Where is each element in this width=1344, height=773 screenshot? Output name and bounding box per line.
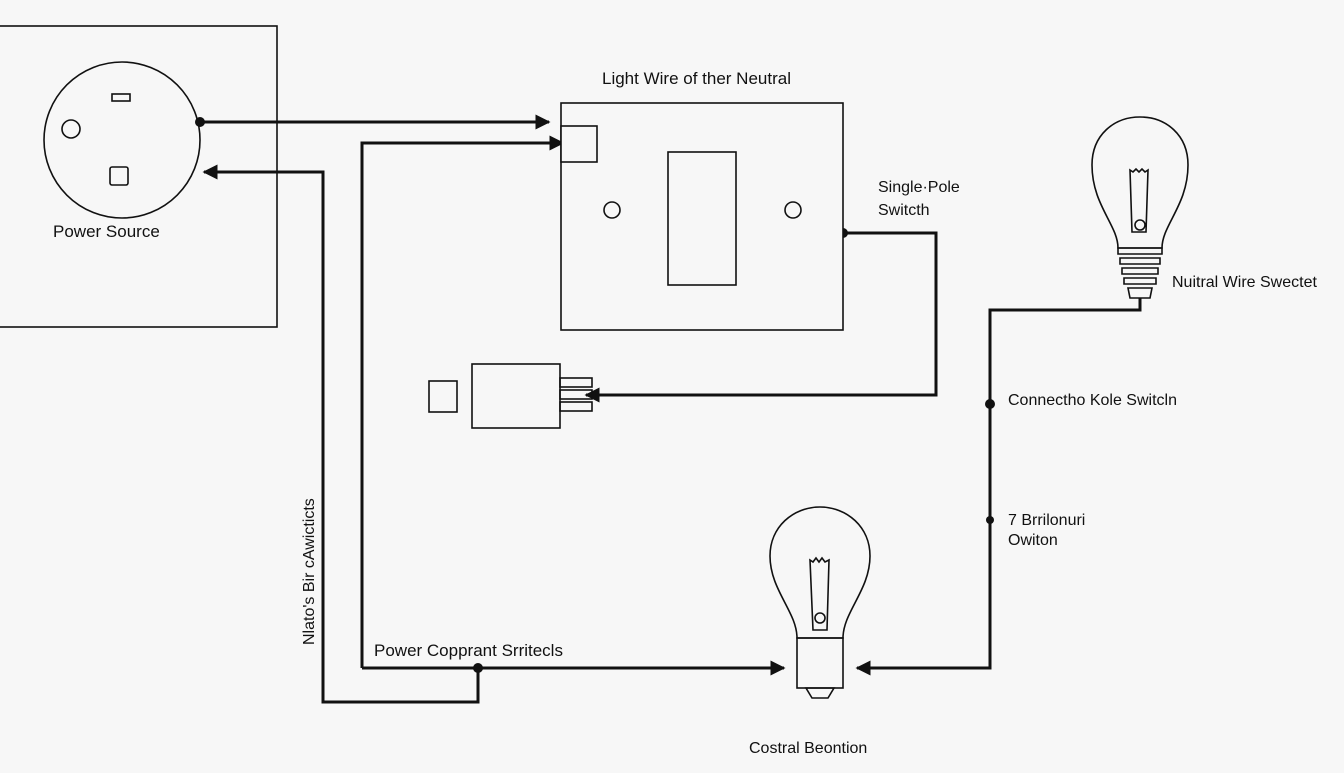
connector-prong-3 [559, 401, 593, 412]
upper-bulb-glass [1091, 116, 1189, 249]
connectro-label: Connectho Kole Switcln [1008, 392, 1177, 409]
switch-screw-left [603, 201, 621, 219]
lower-light-bulb [769, 506, 871, 699]
brilonuri-label-line2: Owiton [1008, 532, 1058, 549]
power-copprant-label: Power Copprant Srritecls [374, 641, 563, 660]
power-source-label: Power Source [53, 222, 160, 241]
vertical-left-label: Nlato's Bir cAwicticts [301, 498, 318, 645]
connector [428, 363, 593, 429]
wire-switch-to-connector [584, 231, 938, 403]
connector-prong-1 [559, 377, 593, 388]
bottom-label: Costral Beontion [749, 740, 867, 757]
right-junction-1 [985, 399, 995, 409]
switch-label-line2: Switcth [878, 202, 930, 219]
outlet-slot [111, 93, 131, 102]
outlet-ground [109, 166, 129, 186]
upper-bulb-element [1134, 219, 1146, 231]
connector-cap [428, 380, 458, 413]
junction-dot [473, 663, 483, 673]
brilonuri-label-line1: 7 Brrilonuri [1008, 512, 1085, 529]
upper-bulb-base [1117, 247, 1163, 299]
power-source: Power Source [0, 25, 278, 328]
lower-bulb-base [796, 637, 844, 689]
right-junction-2 [986, 516, 994, 524]
connector-prong-2 [559, 389, 593, 400]
wire-right-loop [855, 298, 1142, 676]
switch-toggle [667, 151, 737, 286]
wire-inner-to-switch [360, 135, 565, 668]
switch-label-line1: Single·Pole [878, 179, 960, 196]
top-title-label: Light Wire of ther Neutral [602, 69, 791, 88]
outlet-hole-left [61, 119, 81, 139]
neutral-wire-label: Nuitral Wire Swectet [1172, 274, 1317, 291]
single-pole-switch [560, 102, 844, 331]
lower-bulb-contact [804, 687, 836, 699]
connector-body [471, 363, 561, 429]
wires [200, 114, 1142, 704]
lower-bulb-glass [769, 506, 871, 639]
lower-bulb-element [814, 612, 826, 624]
outlet-face [43, 61, 201, 219]
wire-return-left [202, 164, 480, 704]
switch-terminal-block [560, 125, 598, 163]
upper-bulb-filament [1129, 167, 1149, 233]
power-source-panel [0, 25, 278, 328]
switch-screw-right [784, 201, 802, 219]
lower-bulb-filament [809, 556, 830, 631]
upper-light-bulb [1091, 116, 1189, 299]
